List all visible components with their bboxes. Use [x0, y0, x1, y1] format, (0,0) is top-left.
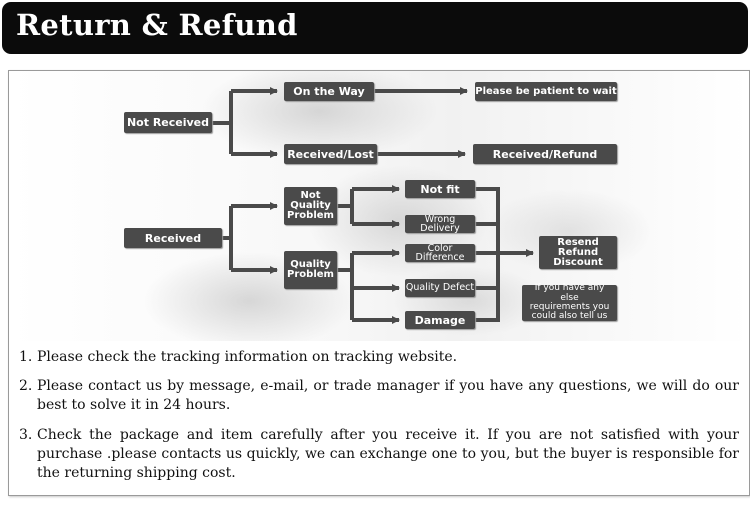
list-item: 2. Please contact us by message, e-mail,… [19, 377, 739, 415]
quality-problem-box: Quality Problem [284, 251, 337, 289]
resolution-box: Resend Refund Discount [539, 236, 617, 269]
list-text: Check the package and item carefully aft… [37, 427, 739, 481]
received-lost-box: Received/Lost [284, 144, 377, 164]
list-item: 3. Check the package and item carefully … [19, 426, 739, 483]
list-number: 1. [19, 349, 33, 365]
color-difference-box: Color Difference [405, 243, 475, 262]
policy-notes-list: 1. Please check the tracking information… [19, 348, 739, 483]
received-box: Received [124, 228, 222, 248]
wrong-delivery-box: Wrong Delivery [405, 214, 475, 233]
flowchart-connectors [212, 87, 534, 324]
please-wait-box: Please be patient to wait [475, 82, 617, 101]
damage-box: Damage [405, 311, 475, 329]
list-item: 1. Please check the tracking information… [19, 348, 739, 367]
quality-defect-box: Quality Defect [405, 279, 475, 297]
received-refund-box: Received/Refund [473, 144, 617, 164]
list-text: Please contact us by message, e-mail, or… [37, 378, 739, 413]
other-requirements-box: If you have any else requirements you co… [522, 283, 617, 321]
list-number: 3. [19, 427, 33, 443]
list-text: Please check the tracking information on… [37, 349, 458, 365]
not-fit-box: Not fit [405, 180, 475, 198]
on-the-way-box: On the Way [284, 82, 374, 101]
content-frame: Not Received On the Way Please be patien… [8, 70, 750, 496]
not-received-box: Not Received [124, 112, 212, 133]
handshake-background-image: Not Received On the Way Please be patien… [9, 71, 749, 341]
list-number: 2. [19, 378, 33, 394]
not-quality-problem-box: Not Quality Problem [284, 187, 337, 225]
page-title: Return & Refund [16, 8, 298, 42]
header-banner: Return & Refund [2, 2, 748, 54]
